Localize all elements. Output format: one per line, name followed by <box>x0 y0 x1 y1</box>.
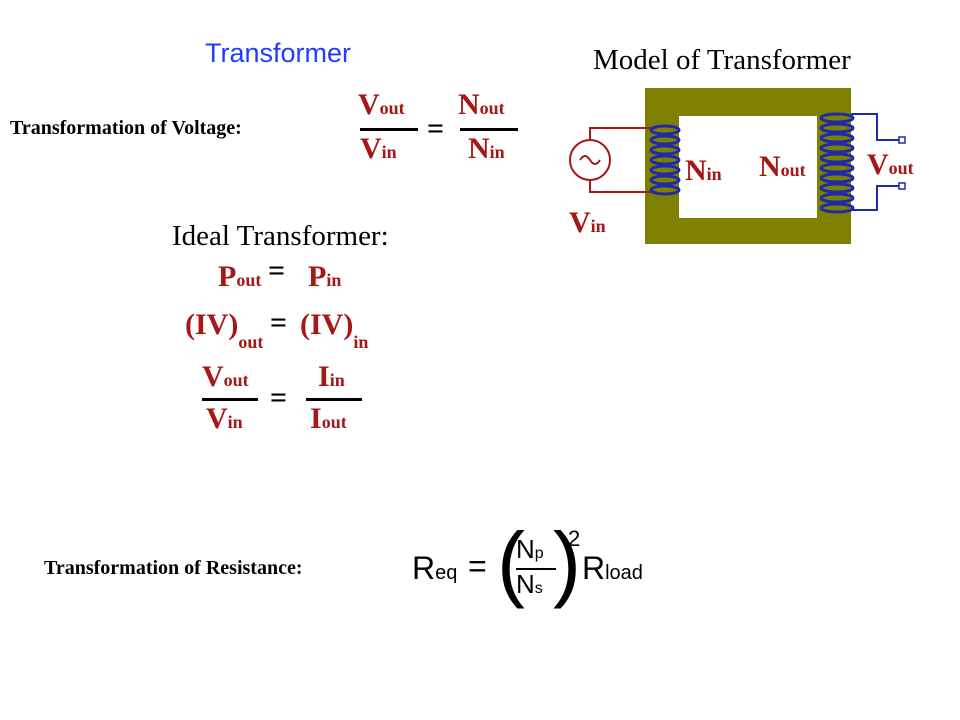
fraction-bar <box>360 128 418 131</box>
denominator: Vin <box>206 402 243 435</box>
nin-label: Nin <box>685 154 722 187</box>
iv-out: (IV)out <box>185 308 264 352</box>
numerator: Vout <box>202 360 249 393</box>
denominator: Vin <box>360 132 397 165</box>
core-window <box>679 116 817 218</box>
right-paren: ) <box>553 515 581 609</box>
voltage-label: Transformation of Voltage: <box>10 117 242 139</box>
model-heading: Model of Transformer <box>593 44 851 76</box>
rload-term: Rload <box>582 550 643 586</box>
numerator: Nout <box>458 88 505 121</box>
exponent: 2 <box>568 526 581 551</box>
nout-label: Nout <box>759 150 806 183</box>
numerator: Vout <box>358 88 405 121</box>
numerator: Iin <box>318 360 345 393</box>
ideal-heading: Ideal Transformer: <box>172 220 389 252</box>
power-out: Pout <box>218 260 262 293</box>
input-wire-bottom <box>589 180 651 193</box>
equals-sign: = <box>268 254 286 287</box>
vout-label: Vout <box>867 148 914 181</box>
power-in: Pin <box>308 260 342 293</box>
equals-sign: = <box>270 381 288 414</box>
denominator: Nin <box>468 132 505 165</box>
output-terminal-bottom <box>898 182 906 190</box>
vin-label: Vin <box>569 206 606 239</box>
input-wire-top <box>589 127 651 140</box>
equals-sign: = <box>468 548 487 584</box>
left-paren: ( <box>497 515 525 609</box>
equals-sign: = <box>270 306 288 339</box>
sine-wave-icon <box>579 155 601 165</box>
fraction-bar <box>460 128 518 131</box>
ratio-numerator: Np <box>516 534 544 564</box>
primary-coil <box>649 124 681 196</box>
secondary-coil <box>819 112 855 214</box>
fraction-bar <box>202 398 258 401</box>
output-wire-bottom <box>851 185 899 211</box>
equals-sign: = <box>427 112 445 145</box>
fraction-bar <box>306 398 362 401</box>
req-term: Req <box>412 550 458 586</box>
output-wire-top <box>851 113 899 141</box>
resistance-label: Transformation of Resistance: <box>44 557 303 579</box>
ratio-denominator: Ns <box>516 569 543 599</box>
ratio-bar <box>516 568 556 570</box>
slide-title: Transformer <box>205 38 352 68</box>
transformer-diagram: Nin Nout Vout Vin <box>569 88 914 244</box>
denominator: Iout <box>310 402 347 435</box>
output-terminal-top <box>898 136 906 144</box>
iv-in: (IV)in <box>300 308 369 352</box>
